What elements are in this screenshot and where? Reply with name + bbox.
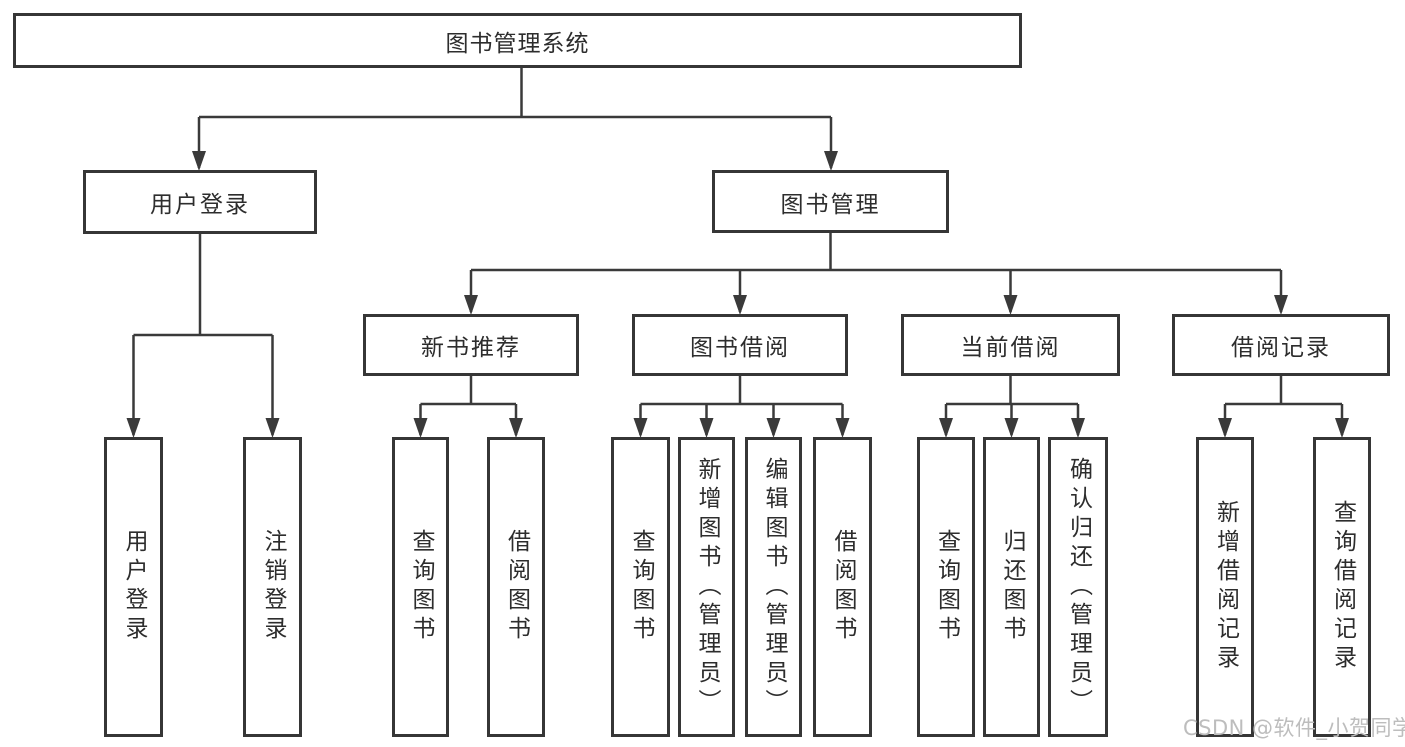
node-label: 借阅记录 — [1231, 335, 1331, 361]
leaf-user-login: 用户登录 — [104, 437, 163, 737]
node-system-root: 图书管理系统 — [13, 13, 1022, 68]
leaf-edit-book-admin: 编辑图书（管理员） — [745, 437, 802, 737]
leaf-return-book: 归还图书 — [983, 437, 1040, 737]
node-label: 新增借阅记录 — [1212, 500, 1239, 674]
leaf-query-borrow-record: 查询借阅记录 — [1313, 437, 1371, 737]
leaf-query-books-current: 查询图书 — [917, 437, 975, 737]
leaf-logout: 注销登录 — [243, 437, 302, 737]
leaf-add-book-admin: 新增图书（管理员） — [678, 437, 735, 737]
node-label: 查询图书 — [933, 529, 960, 645]
node-label: 用户登录 — [121, 529, 147, 645]
node-label: 编辑图书（管理员） — [761, 456, 787, 718]
node-label: 用户登录 — [150, 192, 250, 218]
node-label: 新书推荐 — [421, 335, 521, 361]
node-label: 借阅图书 — [503, 529, 530, 645]
node-label: 归还图书 — [999, 529, 1025, 645]
node-book-borrowing: 图书借阅 — [632, 314, 848, 376]
node-label: 图书管理 — [780, 191, 881, 218]
node-label: 当前借阅 — [960, 335, 1061, 361]
node-label: 图书管理系统 — [445, 30, 590, 57]
watermark: CSDN @软件_小贺同学 — [1183, 716, 1405, 740]
leaf-borrow-books: 借阅图书 — [813, 437, 872, 737]
node-current-borrowing: 当前借阅 — [901, 314, 1120, 376]
node-user-login-branch: 用户登录 — [83, 170, 317, 234]
node-label: 图书借阅 — [690, 335, 790, 361]
leaf-confirm-return-admin: 确认归还（管理员） — [1048, 437, 1108, 737]
leaf-query-books-borrowing: 查询图书 — [611, 437, 670, 737]
node-book-management-branch: 图书管理 — [712, 170, 949, 233]
node-label: 注销登录 — [260, 529, 286, 645]
node-label: 查询借阅记录 — [1329, 500, 1356, 674]
node-label: 查询图书 — [628, 529, 654, 645]
node-new-book-recommendation: 新书推荐 — [363, 314, 579, 376]
leaf-query-books-recommend: 查询图书 — [392, 437, 449, 737]
node-borrowing-records: 借阅记录 — [1172, 314, 1390, 376]
node-label: 借阅图书 — [830, 529, 856, 645]
node-label: 确认归还（管理员） — [1065, 456, 1092, 718]
leaf-borrow-books-recommend: 借阅图书 — [487, 437, 545, 737]
node-label: 查询图书 — [408, 529, 434, 645]
node-label: 新增图书（管理员） — [694, 456, 720, 718]
arrowhead-icons — [126, 151, 1349, 438]
leaf-add-borrow-record: 新增借阅记录 — [1196, 437, 1254, 737]
